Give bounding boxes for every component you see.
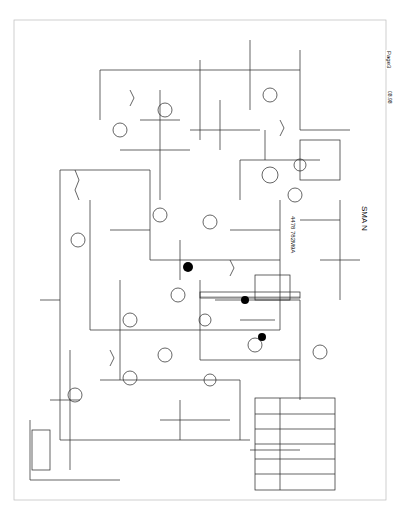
page-number: Page3 [386,50,392,69]
drawing-number: 4478 782M9A [290,215,296,254]
title-text: SMA N [360,205,368,232]
date-text: 08.98 [387,90,392,105]
